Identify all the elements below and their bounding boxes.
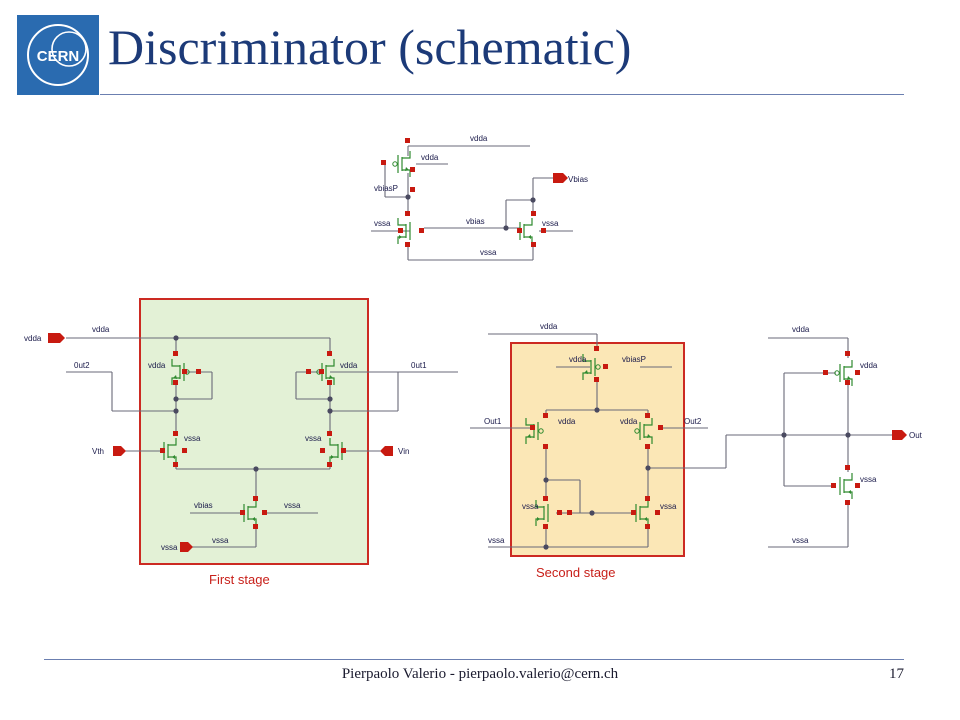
net-label-vbiasP: vbiasP xyxy=(374,184,398,193)
net-label-vssa: vssa xyxy=(860,475,877,484)
vin-port-icon xyxy=(380,446,393,456)
bias-circuit: vdda vdda vbiasP vssa vbias vssa vssa Vb… xyxy=(371,134,588,261)
net-label-vdda: vdda xyxy=(340,361,358,370)
vssa-port-icon xyxy=(180,542,193,552)
cern-logo: CERN xyxy=(17,15,99,95)
net-label-vssa: vssa xyxy=(374,219,391,228)
first-stage-circuit: vdda vdda 0ut2 vdda vdda 0ut1 vssa vssa … xyxy=(24,325,458,552)
net-label-vdda: vdda xyxy=(620,417,638,426)
net-label-vssa: vssa xyxy=(792,536,809,545)
net-label-vdda: vdda xyxy=(148,361,166,370)
footer-divider xyxy=(44,659,904,660)
first-stage-label: First stage xyxy=(209,572,270,587)
net-label-out2: Out2 xyxy=(684,417,702,426)
net-label-vdda: vdda xyxy=(569,355,587,364)
output-inverter: vdda vdda vssa vssa Out xyxy=(768,325,923,548)
second-stage-circuit: vdda vdda vbiasP Out1 vdda vdda Out2 vss… xyxy=(470,322,848,550)
page-number: 17 xyxy=(889,666,904,682)
port-label-vth: Vth xyxy=(92,447,104,456)
net-label-vssa: vssa xyxy=(488,536,505,545)
net-label-vdda: vdda xyxy=(421,153,439,162)
logo-text: CERN xyxy=(37,48,80,65)
net-label-vssa: vssa xyxy=(212,536,229,545)
out-port-icon xyxy=(892,430,907,440)
net-label-vssa: vssa xyxy=(184,434,201,443)
net-label-vdda: vdda xyxy=(860,361,878,370)
port-label-vbias: Vbias xyxy=(568,175,588,184)
port-label-vssa: vssa xyxy=(161,543,178,552)
net-label-vssa: vssa xyxy=(284,501,301,510)
vth-port-icon xyxy=(113,446,126,456)
net-label-vdda: vdda xyxy=(470,134,488,143)
title-divider xyxy=(100,94,904,95)
net-label-vdda: vdda xyxy=(792,325,810,334)
port-label-vin: Vin xyxy=(398,447,409,456)
net-label-out1: 0ut1 xyxy=(411,361,427,370)
net-label-vssa: vssa xyxy=(660,502,677,511)
second-stage-box xyxy=(510,342,685,557)
net-label-vbias: vbias xyxy=(194,501,213,510)
second-stage-label: Second stage xyxy=(536,565,616,580)
net-label-vssa: vssa xyxy=(480,248,497,257)
port-label-out: Out xyxy=(909,431,923,440)
footer-author: Pierpaolo Valerio - pierpaolo.valerio@ce… xyxy=(341,666,619,682)
net-label-vbias: vbias xyxy=(466,217,485,226)
port-label-vdda: vdda xyxy=(24,334,42,343)
vbias-port-icon xyxy=(553,173,568,183)
net-label-vdda: vdda xyxy=(558,417,576,426)
net-label-vssa: vssa xyxy=(522,502,539,511)
net-label-vssa: vssa xyxy=(542,219,559,228)
net-label-vssa: vssa xyxy=(305,434,322,443)
net-label-vbiasP: vbiasP xyxy=(622,355,646,364)
slide-title: Discriminator (schematic) xyxy=(108,19,632,75)
net-label-vdda: vdda xyxy=(92,325,110,334)
net-label-vdda: vdda xyxy=(540,322,558,331)
net-label-out1: Out1 xyxy=(484,417,502,426)
vdda-port-icon xyxy=(48,333,65,343)
net-label-out2: 0ut2 xyxy=(74,361,90,370)
